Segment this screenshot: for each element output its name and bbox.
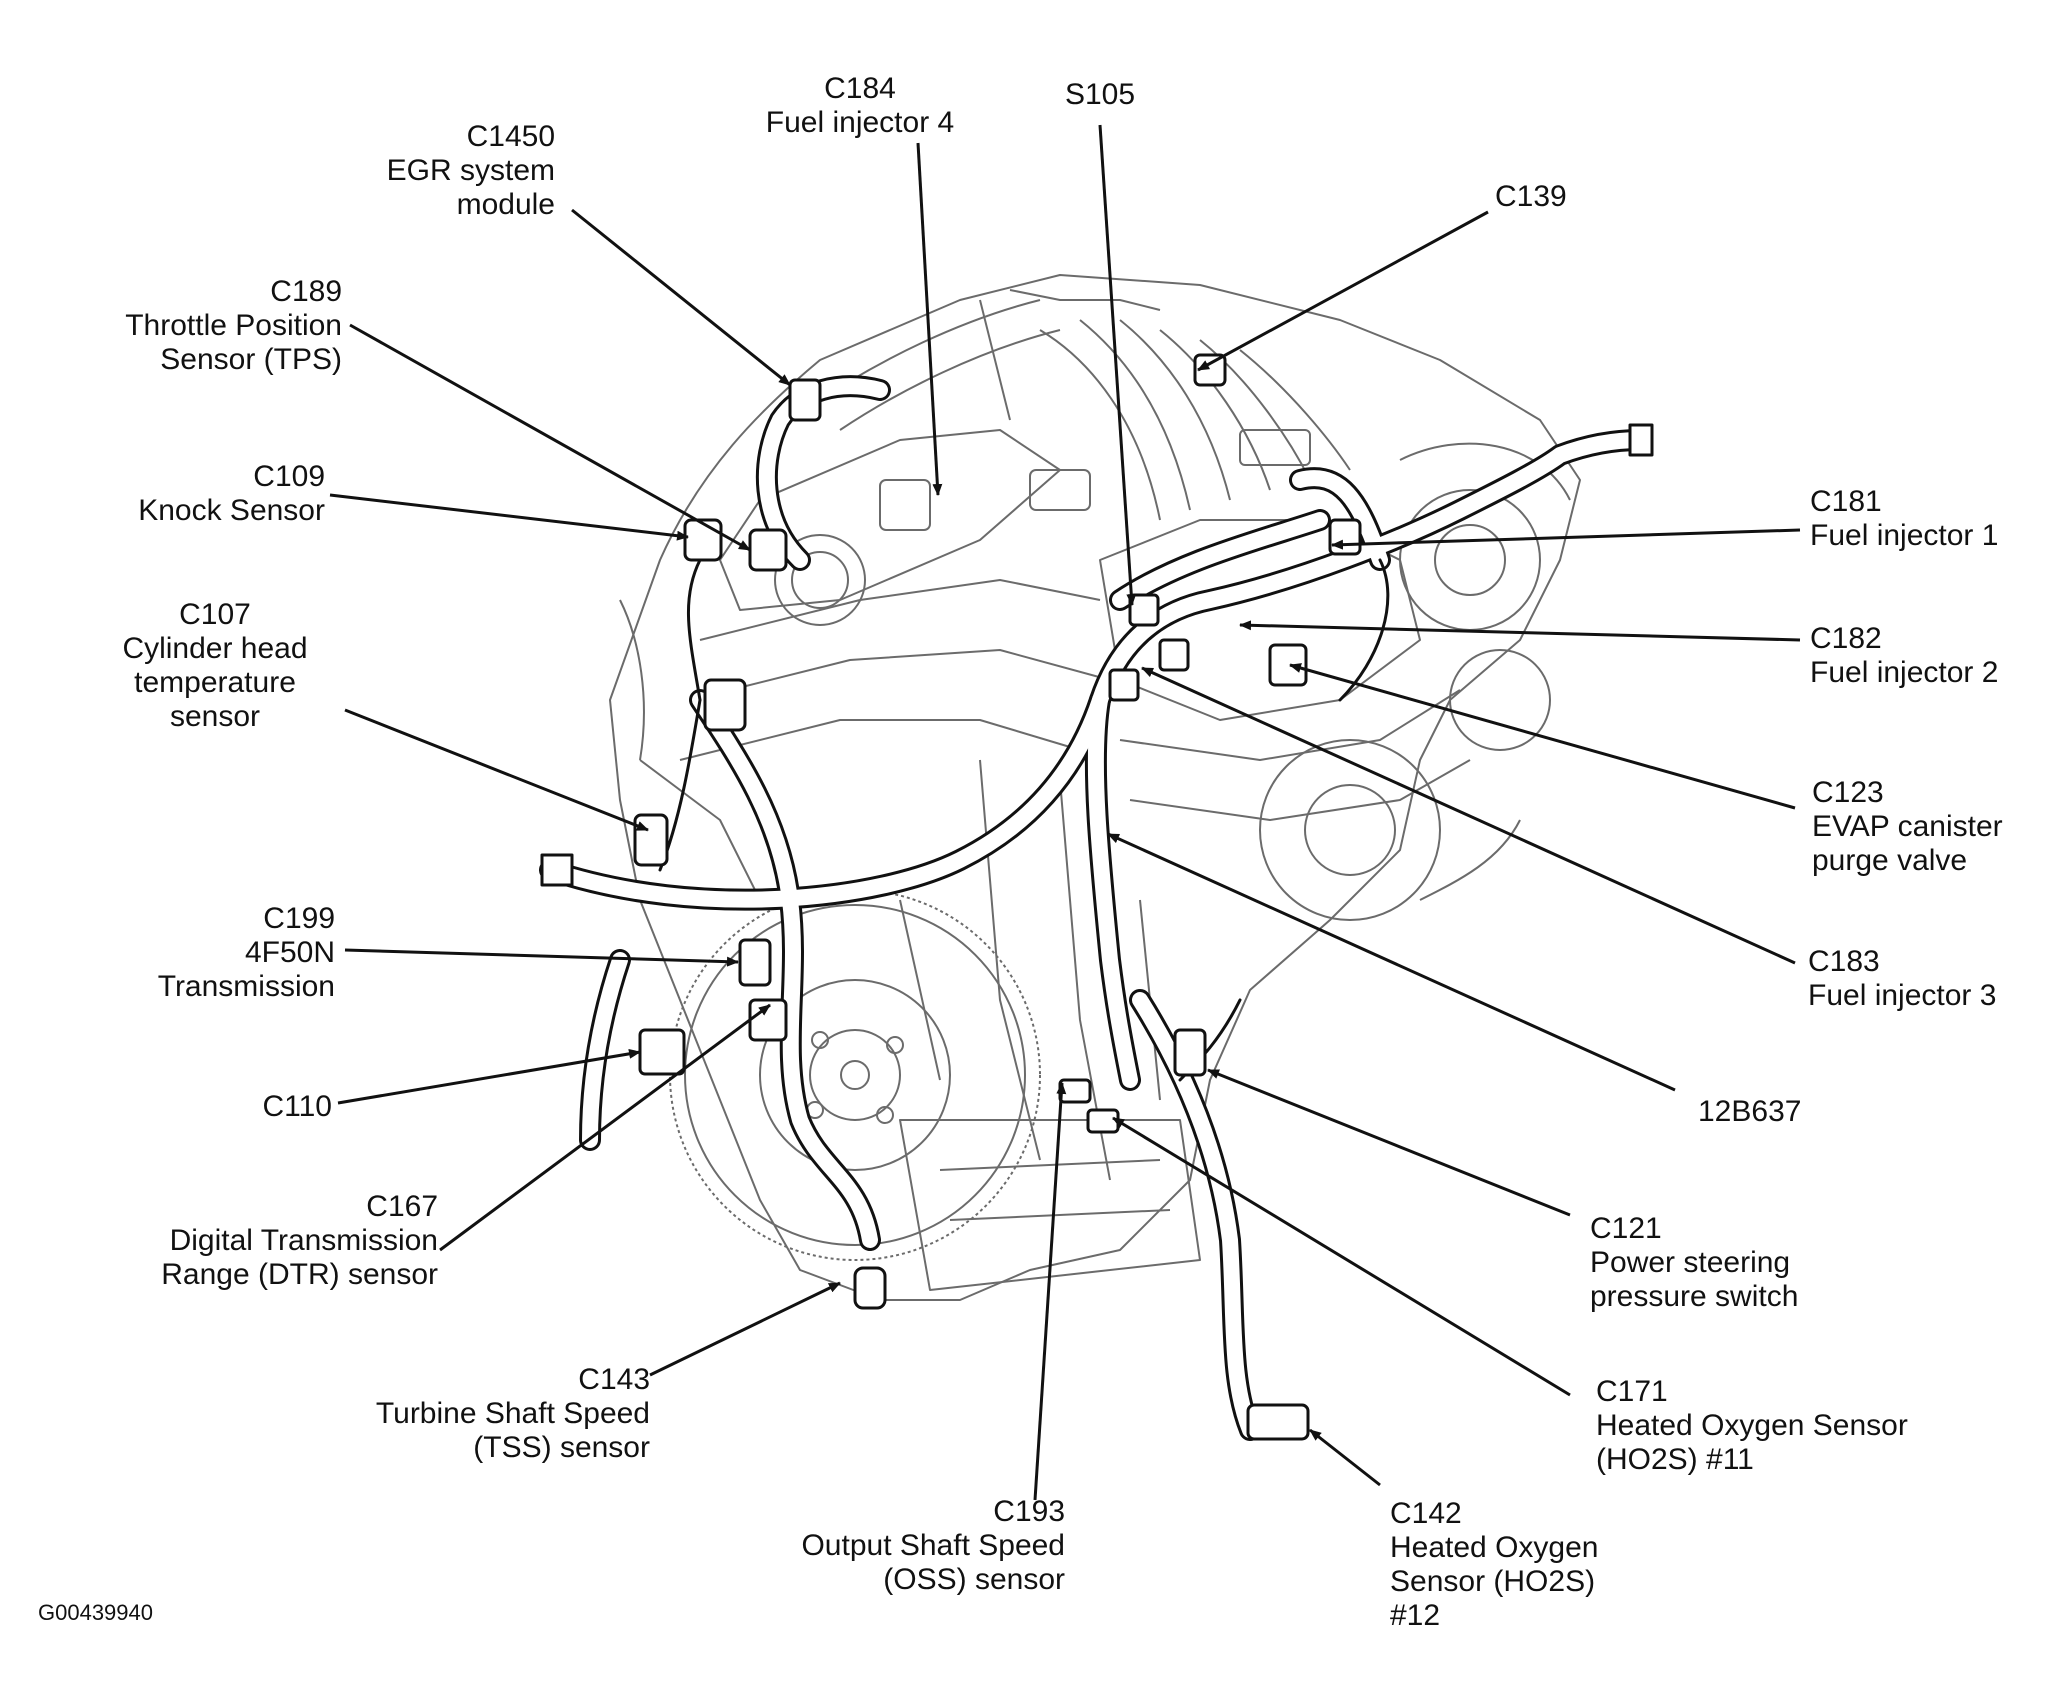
callout-c189: C189 Throttle Position Sensor (TPS) [60, 275, 342, 377]
callout-ref: C139 [1495, 180, 1567, 213]
callout-ref: C107 [179, 598, 251, 631]
callout-desc-line: EVAP canister [1812, 810, 2003, 843]
callout-desc-line: temperature [134, 666, 296, 699]
callout-c110: C110 [220, 1090, 333, 1124]
callout-ref: C189 [270, 275, 342, 308]
figure-id: G00439940 [38, 1600, 153, 1625]
callout-desc-line: Cylinder head [122, 632, 308, 665]
callout-desc-line: Transmission [157, 970, 335, 1003]
callout-desc-line: EGR system [386, 154, 555, 187]
callout-c193: C193 Output Shaft Speed (OSS) sensor [735, 1495, 1065, 1597]
leader-lines [329, 124, 1801, 1501]
callout-ref: C199 [263, 902, 335, 935]
callout-desc-line: Knock Sensor [138, 494, 325, 527]
connector-bodies [633, 353, 1362, 1441]
callout-ref: C123 [1812, 776, 1884, 809]
callout-c1450: C1450 EGR system module [355, 120, 555, 222]
callout-ref: C167 [366, 1190, 438, 1223]
callout-desc-line: pressure switch [1590, 1280, 1799, 1313]
callout-c121: C121 Power steering pressure switch [1590, 1212, 1850, 1314]
callout-c167: C167 Digital Transmission Range (DTR) se… [100, 1190, 438, 1292]
callout-12b637: 12B637 [1698, 1095, 1838, 1129]
callout-desc-line: Power steering [1590, 1246, 1791, 1279]
callout-c171: C171 Heated Oxygen Sensor (HO2S) #11 [1596, 1375, 1956, 1477]
callout-ref: C193 [993, 1495, 1065, 1528]
callout-desc-line: Fuel injector 4 [765, 106, 955, 139]
callout-c107: C107 Cylinder head temperature sensor [90, 598, 340, 734]
callout-desc-line: Output Shaft Speed [801, 1529, 1065, 1562]
callout-desc-line: Range (DTR) sensor [161, 1258, 438, 1291]
callout-desc-line: Heated Oxygen Sensor [1596, 1409, 1908, 1442]
callout-c182: C182 Fuel injector 2 [1810, 622, 2050, 690]
callout-desc-line: Turbine Shaft Speed [375, 1397, 650, 1430]
callout-ref: C109 [253, 460, 325, 493]
callout-desc-line: Digital Transmission [169, 1224, 438, 1257]
callout-desc-line: Sensor (TPS) [160, 343, 342, 376]
callout-c143: C143 Turbine Shaft Speed (TSS) sensor [310, 1363, 650, 1465]
engine-block-outline [609, 274, 1581, 1301]
callout-ref: C143 [578, 1363, 650, 1396]
callout-s105: S105 [1045, 78, 1155, 112]
callout-ref: C184 [824, 72, 896, 105]
callout-desc-line: (TSS) sensor [473, 1431, 650, 1464]
callout-desc-line: Fuel injector 1 [1810, 519, 1999, 552]
callout-desc-line: Fuel injector 3 [1808, 979, 1997, 1012]
callout-c109: C109 Knock Sensor [100, 460, 325, 528]
callout-c123: C123 EVAP canister purge valve [1812, 776, 2052, 878]
callout-desc-line: (OSS) sensor [883, 1563, 1065, 1596]
callout-desc-line: purge valve [1812, 844, 1968, 877]
callout-ref: C142 [1390, 1497, 1462, 1530]
callout-ref: C121 [1590, 1212, 1662, 1245]
callout-c199: C199 4F50N Transmission [120, 902, 335, 1004]
callout-desc-line: Heated Oxygen [1390, 1531, 1599, 1564]
callout-desc-line: 4F50N [244, 936, 335, 969]
callout-ref: C171 [1596, 1375, 1668, 1408]
callout-c183: C183 Fuel injector 3 [1808, 945, 2048, 1013]
callout-ref: S105 [1064, 78, 1136, 111]
callout-c142: C142 Heated Oxygen Sensor (HO2S) #12 [1390, 1497, 1650, 1633]
callout-c139: C139 [1495, 180, 1615, 214]
callout-desc-line: (HO2S) #11 [1596, 1443, 1754, 1476]
callout-ref: C183 [1808, 945, 1880, 978]
callout-desc-line: module [456, 188, 555, 221]
callout-desc-line: Throttle Position [125, 309, 342, 342]
callout-ref: 12B637 [1698, 1095, 1802, 1128]
callout-desc-line: Fuel injector 2 [1810, 656, 1999, 689]
callout-desc-line: Sensor (HO2S) [1390, 1565, 1596, 1598]
callout-c181: C181 Fuel injector 1 [1810, 485, 2050, 553]
callout-c184: C184 Fuel injector 4 [735, 72, 985, 140]
callout-ref: C181 [1810, 485, 1882, 518]
callout-ref: C182 [1810, 622, 1882, 655]
callout-desc-line: #12 [1390, 1599, 1441, 1632]
callout-ref: C1450 [466, 120, 555, 153]
callout-ref: C110 [262, 1090, 333, 1123]
callout-desc-line: sensor [169, 700, 261, 733]
